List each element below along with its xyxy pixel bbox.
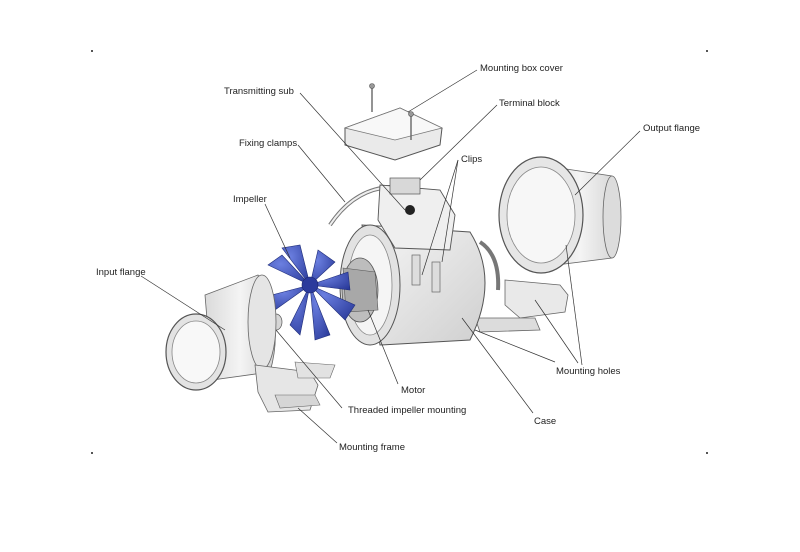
label-case: Case xyxy=(534,416,557,427)
mounting-frame-right xyxy=(474,279,569,333)
crop-mark xyxy=(91,452,93,454)
label-clips: Clips xyxy=(461,154,483,165)
impeller xyxy=(267,244,356,341)
label-output-flange: Output flange xyxy=(643,123,701,134)
crop-mark xyxy=(91,50,93,52)
label-motor: Motor xyxy=(401,385,426,396)
label-impeller: Impeller xyxy=(233,194,267,205)
label-input-flange: Input flange xyxy=(96,267,146,278)
crop-mark xyxy=(706,50,708,52)
terminal-box xyxy=(377,177,456,251)
label-mounting-holes: Mounting holes xyxy=(556,366,621,377)
label-mounting-frame: Mounting frame xyxy=(339,442,406,453)
label-mounting-box-cover: Mounting box cover xyxy=(480,63,563,74)
label-fixing-clamps: Fixing clamps xyxy=(239,138,298,149)
label-threaded-impeller-mounting: Threaded impeller mounting xyxy=(348,405,467,416)
crop-mark xyxy=(706,452,708,454)
leader-lines xyxy=(140,69,641,444)
clips xyxy=(411,254,441,293)
mounting-frame-left xyxy=(254,361,336,413)
label-transmitting-sub: Transmitting sub xyxy=(224,86,294,97)
label-terminal-block: Terminal block xyxy=(499,98,560,109)
input-flange xyxy=(165,274,277,391)
mounting-box-cover xyxy=(343,83,444,161)
output-flange xyxy=(498,156,622,274)
